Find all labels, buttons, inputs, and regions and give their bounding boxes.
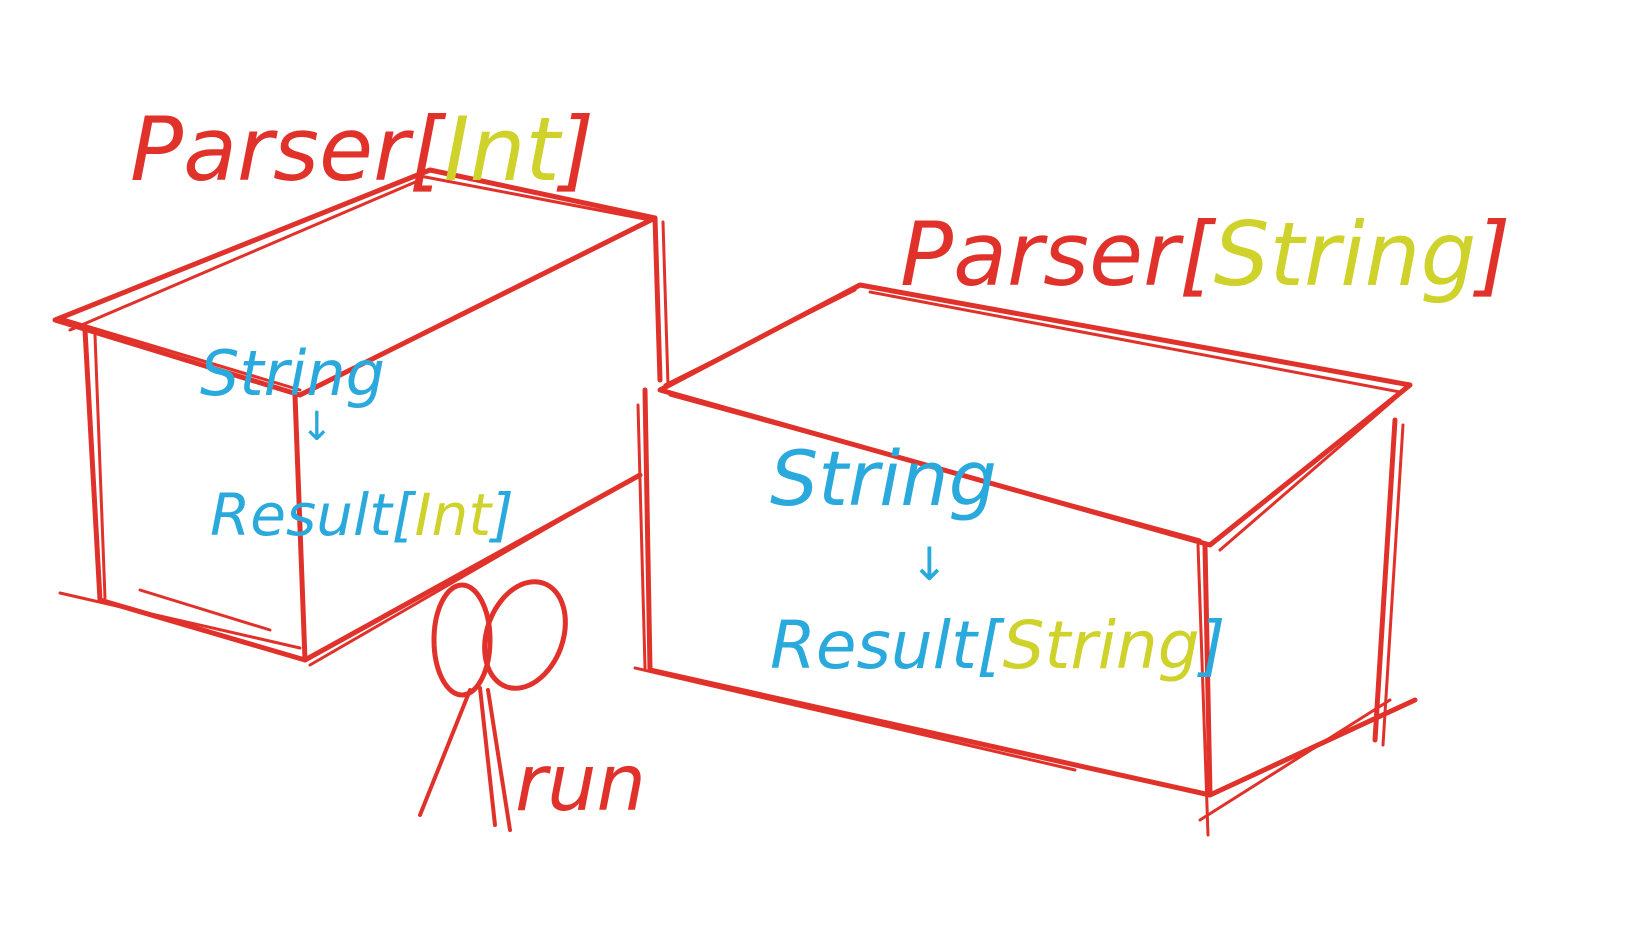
scissors-blades: [418, 686, 512, 832]
left-box-right-face: [302, 215, 663, 663]
left-result-prefix: Result[: [210, 481, 417, 549]
right-parser-box: [633, 282, 1418, 837]
right-box-front-face: [642, 387, 1213, 798]
right-title-prefix: Parser[: [900, 203, 1216, 306]
left-title-param: Int: [444, 98, 564, 201]
left-title: Parser[Int]: [130, 98, 594, 201]
left-box-front-face: [82, 327, 308, 663]
right-title-param: String: [1214, 203, 1477, 306]
right-result-prefix: Result[: [770, 607, 1005, 684]
left-title-prefix: Parser[: [130, 98, 446, 201]
right-box-front-sketch: [633, 403, 1210, 837]
right-result: Result[String]: [770, 607, 1225, 684]
scissors-right-handle: [482, 579, 568, 691]
scissors-icon: [418, 579, 568, 832]
right-title-suffix: ]: [1472, 203, 1510, 306]
left-result-param: Int: [414, 481, 493, 549]
left-input-type: String: [200, 337, 385, 410]
left-box-top-sketch: [58, 174, 652, 392]
right-arrow: ↓: [910, 537, 949, 591]
left-title-suffix: ]: [556, 98, 594, 201]
left-parser-box: [52, 167, 670, 667]
right-box-right-sketch: [1198, 423, 1405, 822]
left-box-front-sketch: [58, 333, 302, 650]
left-box-right-sketch: [308, 220, 670, 667]
scissors-left-handle: [431, 582, 493, 698]
right-input-type: String: [770, 434, 997, 523]
left-result: Result[Int]: [210, 481, 514, 549]
right-result-suffix: ]: [1197, 607, 1226, 684]
right-result-param: String: [1003, 607, 1200, 684]
run-label: run: [515, 739, 646, 829]
left-result-suffix: ]: [488, 481, 514, 549]
left-arrow: ↓: [300, 404, 334, 450]
right-title: Parser[String]: [900, 203, 1511, 306]
right-box-top-sketch: [663, 288, 1407, 552]
